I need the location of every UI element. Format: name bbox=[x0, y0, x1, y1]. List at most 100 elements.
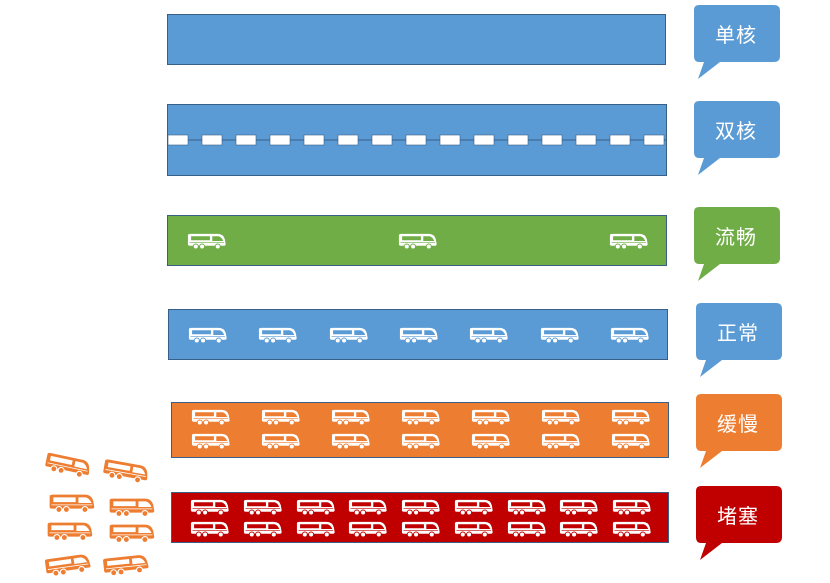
bus-icon bbox=[401, 521, 440, 537]
bus-icon bbox=[184, 496, 234, 523]
bus-icon bbox=[391, 230, 443, 257]
bus-icon bbox=[322, 324, 374, 351]
bus-icon bbox=[602, 230, 654, 257]
bus-icon bbox=[254, 430, 306, 457]
bus-icon bbox=[611, 409, 650, 426]
bus-icon bbox=[324, 406, 376, 433]
bus-icon bbox=[401, 433, 440, 450]
bus-icon bbox=[399, 327, 438, 343]
bus-icon bbox=[610, 327, 649, 343]
bus-icon bbox=[612, 499, 651, 516]
bus-icon bbox=[501, 496, 551, 523]
lane-divider bbox=[168, 134, 666, 146]
callout-smooth: 流畅 bbox=[690, 206, 782, 282]
bus-icon bbox=[501, 518, 551, 543]
bus-icon bbox=[560, 521, 598, 537]
bus-icon bbox=[541, 433, 580, 450]
bus-icon bbox=[611, 433, 650, 450]
bus-icon bbox=[40, 552, 94, 583]
callout-single-core: 单核 bbox=[690, 4, 782, 80]
bus-icon bbox=[109, 524, 155, 544]
bus-icon bbox=[296, 521, 335, 537]
bus-icon bbox=[261, 433, 300, 450]
bus-icon bbox=[471, 409, 510, 426]
bus-icon bbox=[44, 490, 98, 521]
speech-bubble-icon bbox=[696, 394, 782, 468]
speech-bubble-icon bbox=[694, 101, 780, 175]
speech-bubble-icon bbox=[696, 303, 782, 377]
bus-icon bbox=[560, 499, 598, 516]
bus-icon bbox=[331, 409, 370, 426]
bus-icon bbox=[98, 458, 152, 489]
bus-icon bbox=[190, 499, 229, 516]
bus-icon bbox=[507, 521, 546, 537]
bus-icon bbox=[104, 520, 158, 551]
bus-icon bbox=[47, 522, 93, 542]
bus-icon bbox=[454, 521, 493, 537]
road-normal bbox=[168, 309, 668, 360]
bus-icon bbox=[191, 433, 230, 450]
bus-icon bbox=[188, 327, 227, 343]
callout-normal: 正常 bbox=[692, 302, 784, 378]
bus-icon bbox=[541, 409, 580, 426]
bus-icon bbox=[401, 499, 440, 516]
bus-icon bbox=[237, 518, 287, 543]
bus-icon bbox=[349, 499, 387, 516]
road-congested bbox=[171, 492, 669, 543]
callout-congested: 堵塞 bbox=[692, 485, 784, 561]
bus-icon bbox=[394, 430, 446, 457]
bus-icon bbox=[191, 409, 230, 426]
bus-icon bbox=[42, 518, 96, 549]
bus-icon bbox=[251, 324, 303, 351]
overflow-buses bbox=[0, 440, 165, 582]
bus-icon bbox=[462, 324, 514, 351]
speech-bubble-icon bbox=[694, 207, 780, 281]
bus-icon bbox=[470, 327, 508, 343]
bus-icon bbox=[401, 409, 440, 426]
bus-icon bbox=[290, 496, 340, 523]
bus-icon bbox=[109, 498, 155, 518]
bus-icon bbox=[606, 496, 656, 523]
bus-icon bbox=[190, 521, 229, 537]
bus-icon bbox=[534, 430, 586, 457]
bus-icon bbox=[394, 406, 446, 433]
bus-icon bbox=[603, 324, 655, 351]
bus-icon bbox=[553, 496, 603, 523]
callout-slow: 缓慢 bbox=[692, 393, 784, 469]
bus-icon bbox=[342, 496, 392, 523]
bus-icon bbox=[392, 324, 444, 351]
bus-icon bbox=[349, 521, 387, 537]
bus-icon bbox=[103, 555, 149, 577]
bus-icon bbox=[296, 499, 335, 516]
bus-icon bbox=[243, 521, 282, 537]
bus-icon bbox=[331, 433, 370, 450]
bus-icon bbox=[464, 430, 516, 457]
bus-icon bbox=[395, 496, 445, 523]
bus-icon bbox=[398, 233, 437, 249]
bus-icon bbox=[342, 518, 392, 543]
bus-icon bbox=[290, 518, 340, 543]
bus-icon bbox=[604, 430, 656, 457]
bus-icon bbox=[45, 452, 90, 478]
bus-icon bbox=[448, 496, 498, 523]
bus-icon bbox=[454, 499, 493, 516]
road-slow bbox=[171, 402, 669, 458]
bus-icon bbox=[324, 430, 376, 457]
bus-icon bbox=[329, 327, 368, 343]
bus-icon bbox=[604, 406, 656, 433]
bus-icon bbox=[534, 406, 586, 433]
bus-icon bbox=[98, 552, 152, 583]
bus-icon bbox=[243, 499, 282, 516]
road-dual-core bbox=[167, 104, 667, 176]
bus-icon bbox=[471, 433, 510, 450]
bus-icon bbox=[49, 494, 95, 514]
bus-icon bbox=[464, 406, 516, 433]
bus-icon bbox=[533, 324, 585, 351]
bus-icon bbox=[540, 327, 579, 343]
bus-icon bbox=[184, 430, 236, 457]
bus-icon bbox=[181, 324, 233, 351]
bus-icon bbox=[259, 327, 297, 343]
bus-icon bbox=[40, 452, 94, 483]
bus-icon bbox=[184, 406, 236, 433]
bus-icon bbox=[103, 459, 148, 484]
